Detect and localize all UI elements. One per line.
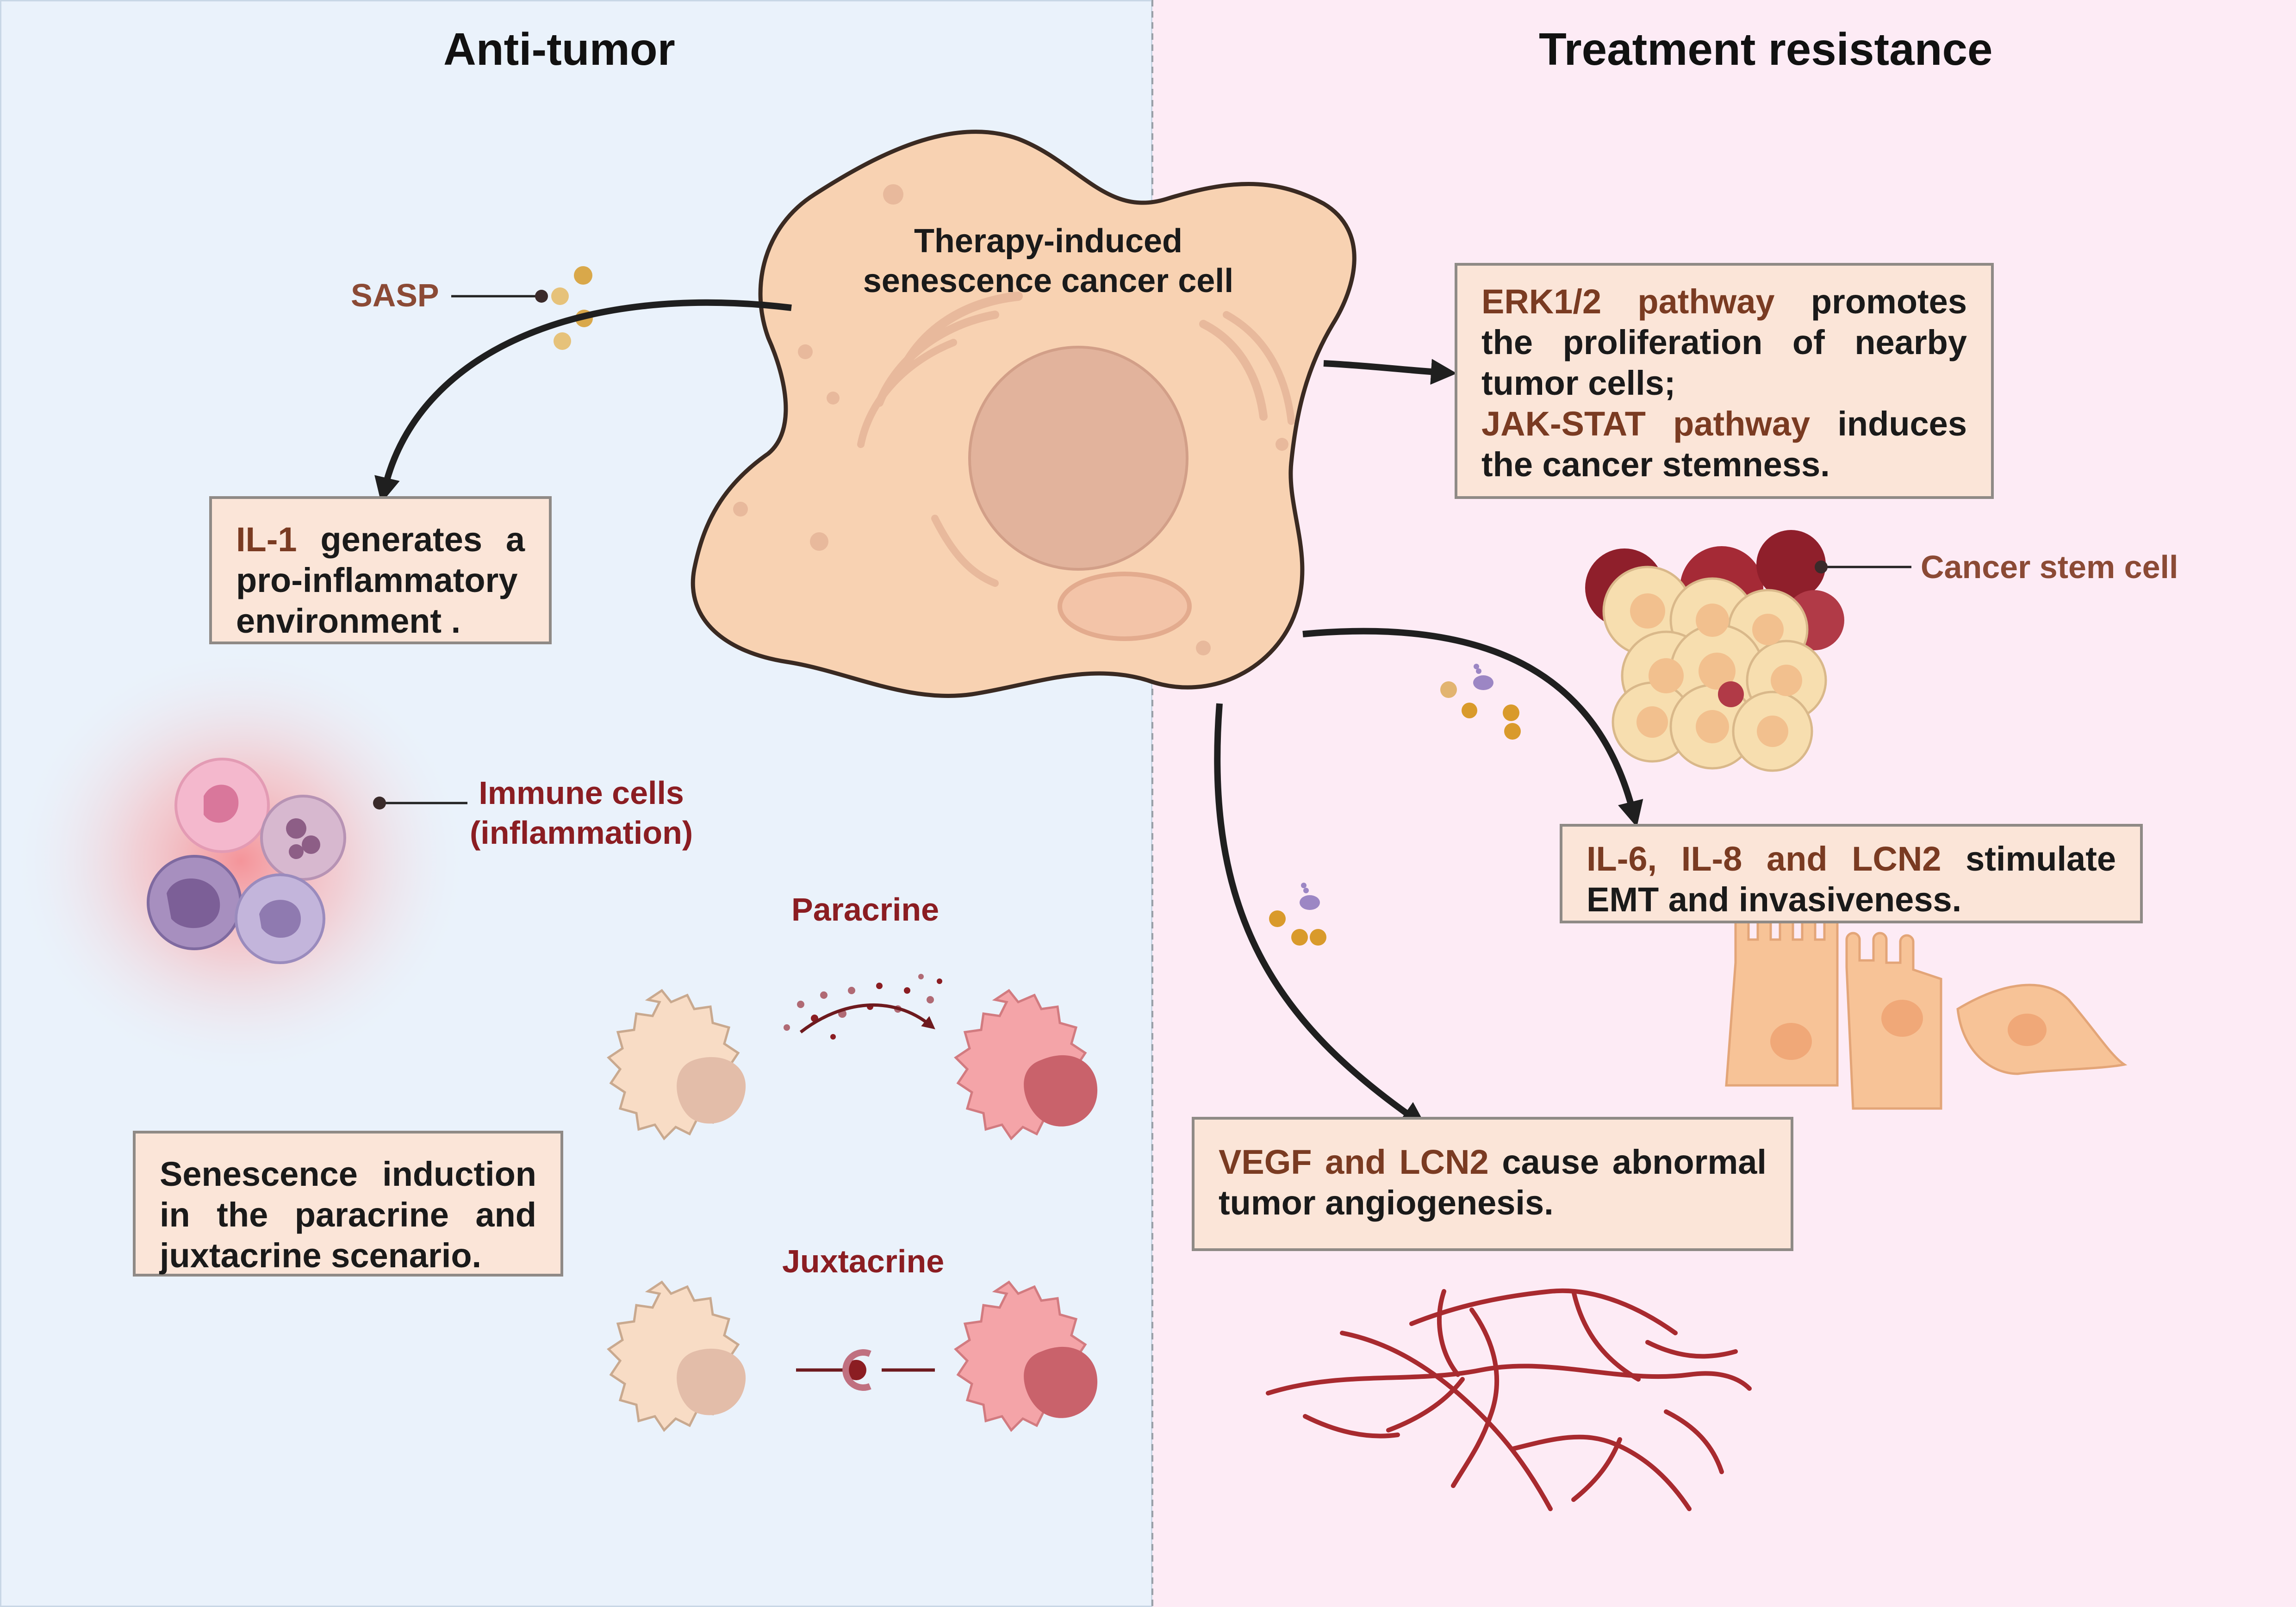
il6-highlight: IL-6, IL-8 and LCN2 [1587, 840, 1941, 878]
vegf-lcn2-box: VEGF and LCN2 cause abnormal tumor angio… [1192, 1117, 1793, 1251]
cytokine-particles-1 [1440, 664, 1521, 740]
juxtacrine-senescent-cell-icon [607, 1280, 746, 1432]
center-cell-label-line1: Therapy-induced [914, 223, 1183, 260]
immune-cells-label: Immune cells (inflammation) [470, 773, 693, 853]
arrow-to-erk [1323, 359, 1457, 385]
emt-cells-icon [1725, 904, 2128, 1110]
arrow-to-il1 [374, 299, 792, 504]
right-panel-title: Treatment resistance [1539, 24, 1993, 75]
jak-stat-text: induces the cancer stemness. [1481, 405, 1967, 484]
center-cell-label-line2: senescence cancer cell [863, 262, 1234, 299]
paracrine-label: Paracrine [791, 891, 940, 928]
paracrine-target-cell-icon [954, 989, 1098, 1140]
juxtacrine-target-cell-icon [954, 1280, 1098, 1432]
il6-text: stimulate EMT and invasiveness. [1587, 840, 2116, 919]
senescence-induction-text: Senescence induction in the paracrine an… [160, 1155, 536, 1275]
center-cell-label: Therapy-induced senescence cancer cell [828, 221, 1268, 301]
paracrine-arrow [799, 1003, 935, 1034]
immune-cells-label-line1: Immune cells [479, 775, 684, 811]
arrow-to-il6 [1302, 628, 1643, 828]
inflammation-glow [9, 643, 472, 1078]
left-panel-title: Anti-tumor [443, 24, 675, 75]
sasp-label: SASP [351, 277, 439, 313]
erk-highlight: ERK1/2 pathway [1481, 282, 1775, 321]
senescence-induction-box: Senescence induction in the paracrine an… [133, 1131, 563, 1277]
cytokine-particles-2 [1269, 883, 1326, 946]
paracrine-senescent-cell-icon [607, 989, 746, 1140]
cancer-stem-cell-label: Cancer stem cell [1921, 549, 2178, 585]
senescent-cell-icon [691, 130, 1356, 698]
juxtacrine-receptor-icon [796, 1349, 935, 1391]
erk-text: promotes the proliferation of nearby tum… [1481, 282, 1967, 402]
vegf-highlight: VEGF and LCN2 [1219, 1143, 1489, 1181]
il6-il8-lcn2-box: IL-6, IL-8 and LCN2 stimulate EMT and in… [1560, 824, 2143, 923]
vegf-text: cause abnormal tumor angiogenesis. [1219, 1143, 1767, 1222]
juxtacrine-label: Juxtacrine [782, 1243, 945, 1279]
immune-cells-label-line2: (inflammation) [470, 815, 693, 851]
tumor-cluster-icon [1585, 530, 1844, 772]
il1-highlight: IL-1 [236, 520, 297, 559]
erk-jak-box: ERK1/2 pathway promotes the proliferatio… [1455, 263, 1994, 499]
il1-text: generates a pro-inflammatory environment… [236, 520, 525, 640]
blood-vessels-icon [1266, 1288, 1752, 1511]
arrow-to-vegf [1214, 703, 1427, 1128]
paracrine-dots [784, 974, 942, 1040]
immune-cells-icon [147, 758, 346, 964]
jak-stat-highlight: JAK-STAT pathway [1481, 405, 1811, 443]
il1-box: IL-1 generates a pro-inflammatory enviro… [209, 496, 552, 644]
